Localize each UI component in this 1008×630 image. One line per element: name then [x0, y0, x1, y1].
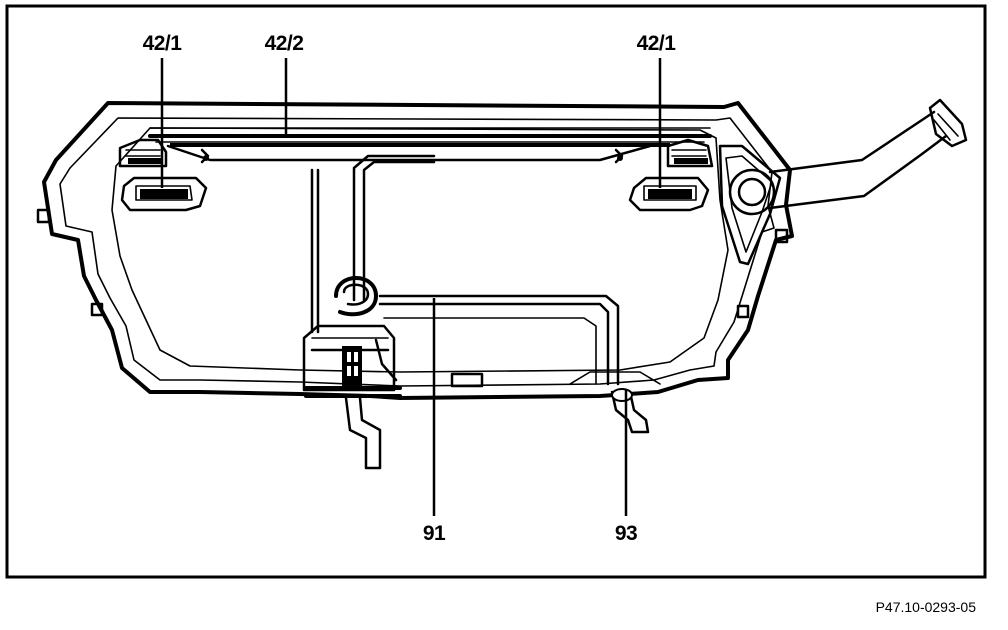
- mounting-hole-left-lower: [90, 302, 104, 317]
- figure-id: P47.10-0293-05: [876, 599, 977, 615]
- callout-93: 93: [615, 522, 637, 545]
- line-91-routing: [310, 154, 620, 386]
- diagram-frame: [5, 4, 987, 579]
- strap-mount-left: [118, 138, 210, 212]
- callout-42-1-left: 42/1: [143, 32, 183, 55]
- strap-mount-right: [614, 138, 714, 212]
- mounting-hole-left: [36, 208, 51, 224]
- mounting-hole-right-lower: [736, 304, 750, 319]
- fuel-tank-outline: [36, 101, 794, 400]
- tank-strap-top: [148, 127, 712, 162]
- callout-91: 91: [423, 522, 446, 545]
- filler-neck: [718, 98, 968, 266]
- callout-42-1-right: 42/1: [637, 32, 677, 55]
- callout-42-2: 42/2: [265, 32, 304, 55]
- tank-bottom-slot: [450, 372, 484, 388]
- fuel-pump-unit: [302, 276, 402, 470]
- mounting-hole-right: [774, 228, 789, 244]
